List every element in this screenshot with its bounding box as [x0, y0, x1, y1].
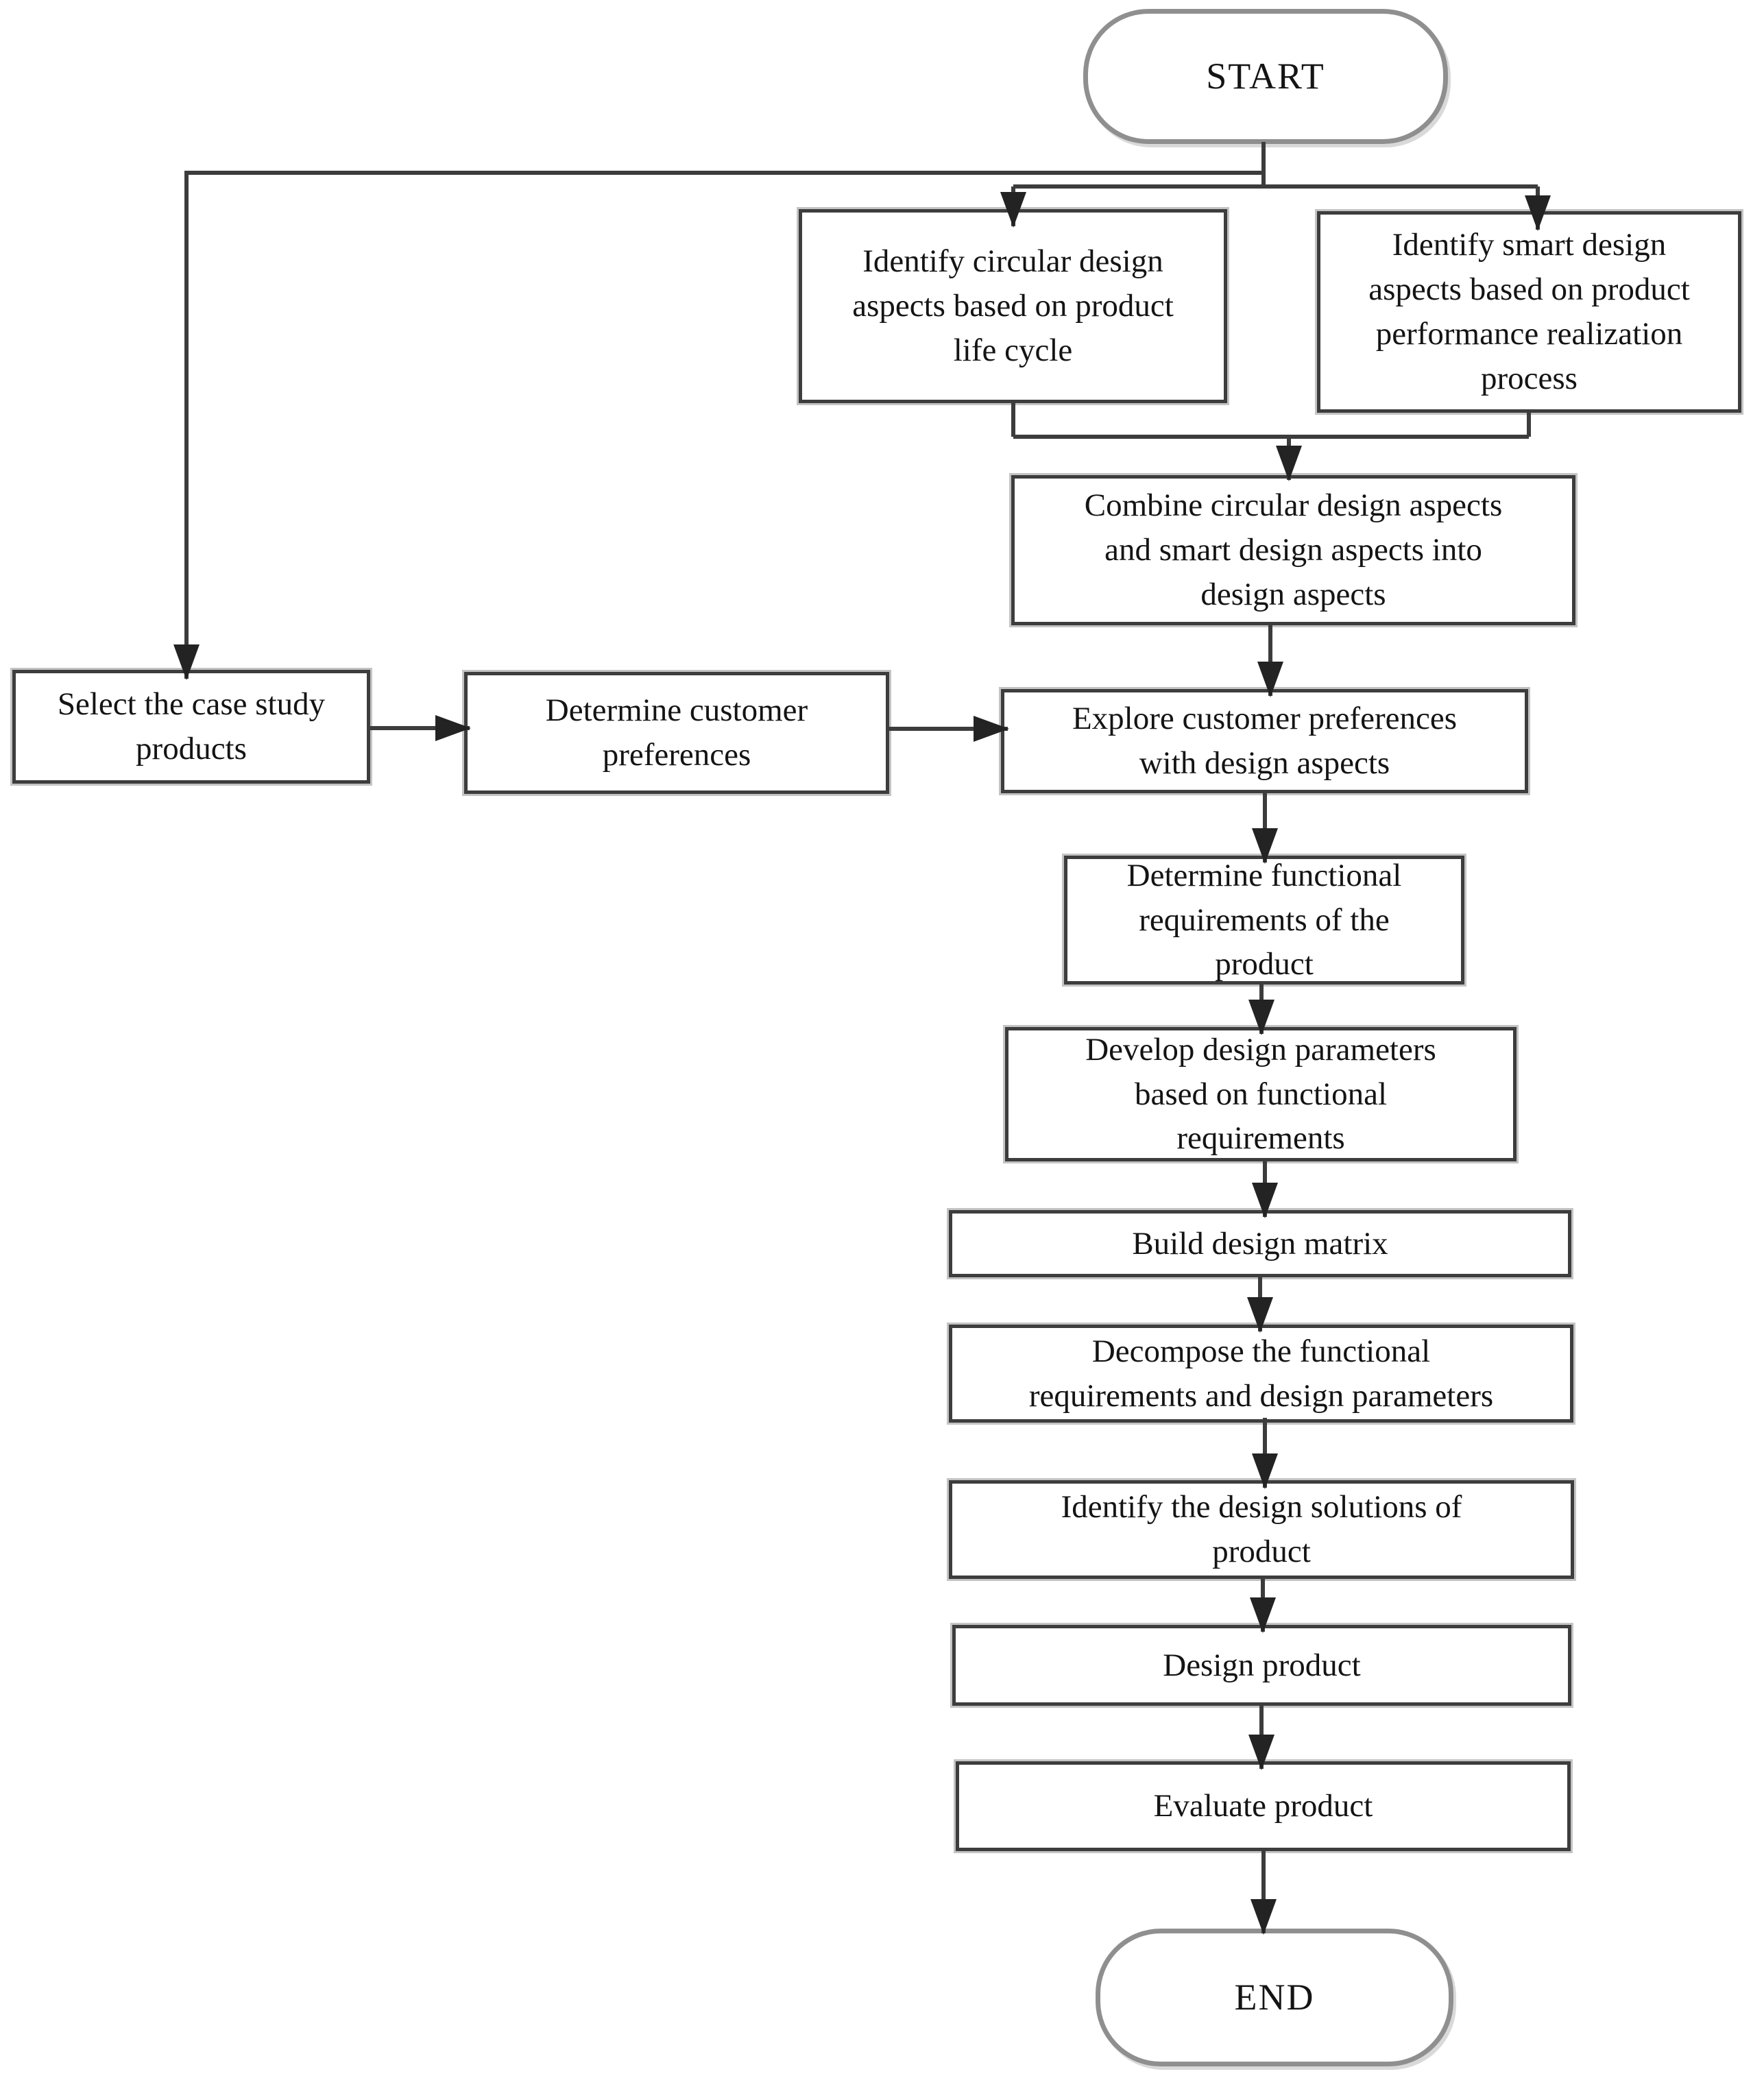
node-identify-design-solutions: Identify the design solutions of product	[949, 1480, 1574, 1579]
node-evaluate-product: Evaluate product	[956, 1761, 1571, 1851]
node-combine-design-aspects: Combine circular design aspects and smar…	[1011, 475, 1575, 625]
node-develop-design-parameters: Develop design parameters based on funct…	[1005, 1027, 1517, 1161]
node-label: START	[1206, 56, 1325, 97]
node-label: Identify smart design aspects based on p…	[1368, 227, 1690, 396]
node-select-case-study-products: Select the case study products	[12, 670, 370, 784]
node-identify-circular-aspects: Identify circular design aspects based o…	[799, 209, 1227, 403]
node-label: Develop design parameters based on funct…	[1085, 1031, 1436, 1157]
node-end-terminator: END	[1096, 1929, 1453, 2066]
node-label: Build design matrix	[1132, 1225, 1388, 1262]
node-determine-customer-preferences: Determine customer preferences	[464, 672, 889, 794]
node-determine-functional-requirements: Determine functional requirements of the…	[1064, 856, 1464, 985]
node-label: Determine customer preferences	[545, 692, 808, 773]
node-label: Explore customer preferences with design…	[1072, 701, 1458, 781]
node-label: Combine circular design aspects and smar…	[1084, 487, 1503, 612]
node-decompose-requirements-parameters: Decompose the functional requirements an…	[949, 1325, 1573, 1423]
node-label: Identify the design solutions of product	[1061, 1489, 1462, 1569]
node-label: Determine functional requirements of the…	[1126, 857, 1402, 982]
node-label: Design product	[1163, 1647, 1361, 1683]
node-build-design-matrix: Build design matrix	[949, 1210, 1571, 1277]
node-label: Identify circular design aspects based o…	[852, 243, 1174, 368]
node-explore-customer-preferences: Explore customer preferences with design…	[1001, 689, 1528, 793]
node-label: END	[1234, 1977, 1315, 2018]
node-label: Evaluate product	[1153, 1788, 1373, 1824]
node-design-product: Design product	[952, 1625, 1571, 1706]
node-identify-smart-aspects: Identify smart design aspects based on p…	[1317, 211, 1741, 413]
node-label: Select the case study products	[57, 686, 326, 767]
node-label: Decompose the functional requirements an…	[1028, 1333, 1494, 1414]
node-start-terminator: START	[1083, 9, 1448, 144]
